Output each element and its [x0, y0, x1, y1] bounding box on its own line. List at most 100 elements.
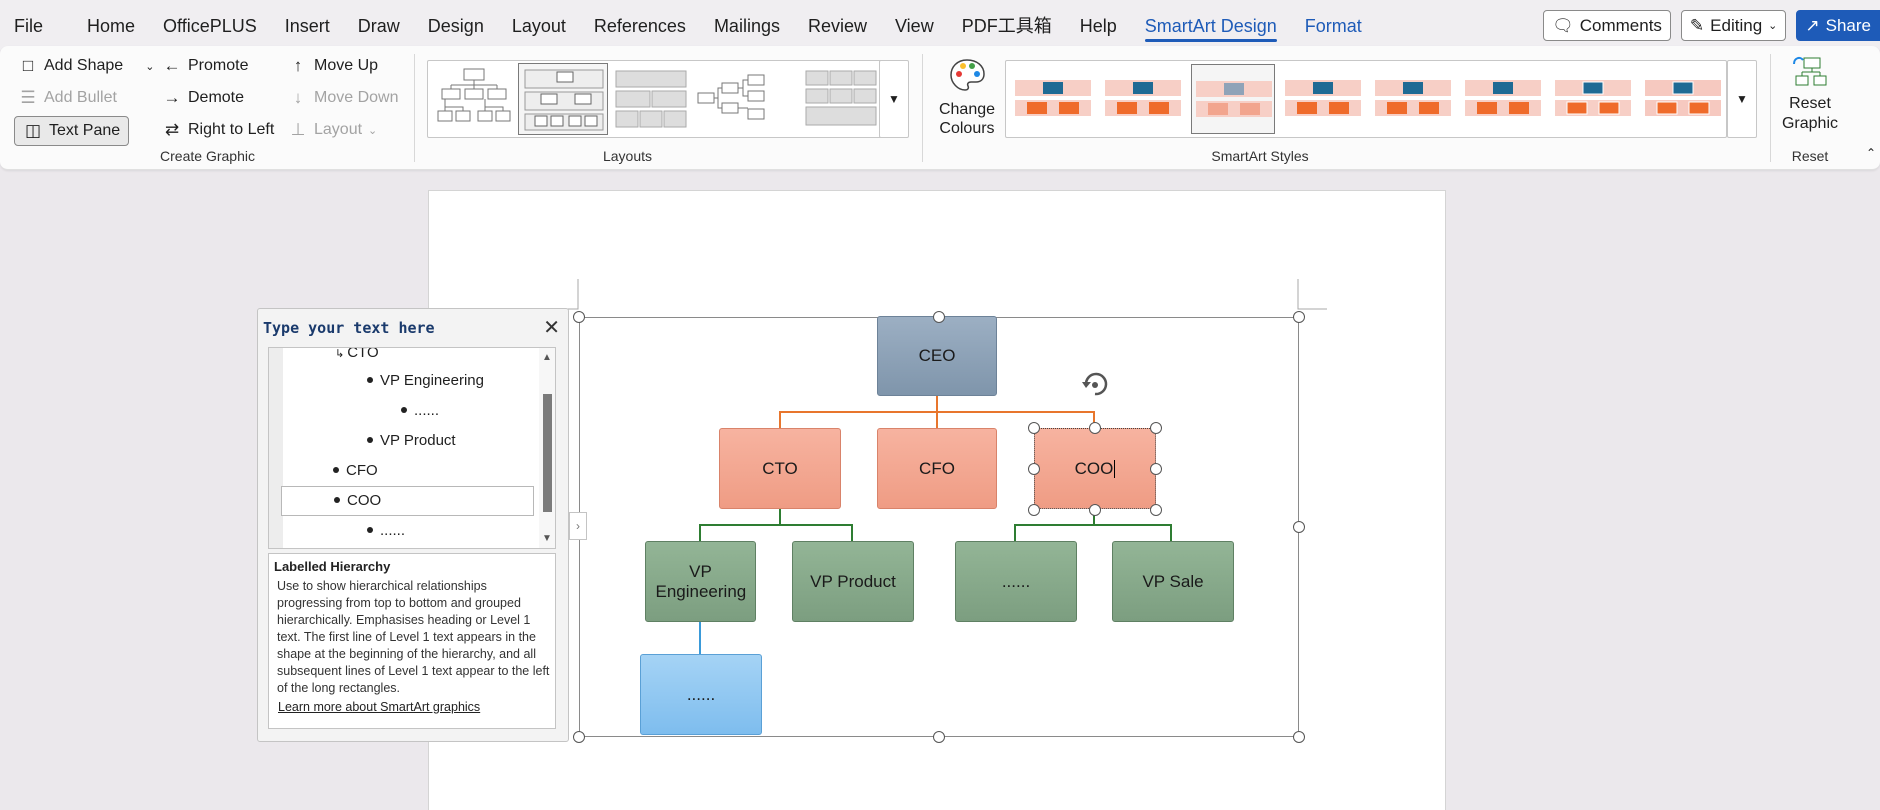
menu-home[interactable]: Home [87, 16, 136, 36]
bullet-icon [367, 527, 373, 534]
right-to-left-button[interactable]: ⇄ Right to Left [162, 120, 274, 140]
node-coo-placeholder[interactable]: ...... [955, 541, 1077, 622]
move-up-button[interactable]: ↑ Move Up [288, 56, 378, 76]
node-cto-label: CTO [762, 458, 798, 478]
add-shape-button[interactable]: □ Add Shape ⌄ [18, 56, 155, 76]
text-pane-scrollbar[interactable]: ▲ ▼ [539, 348, 555, 548]
list-item[interactable]: VP Product [283, 426, 456, 456]
list-item-current[interactable]: COO [281, 486, 534, 516]
bullet-icon [333, 467, 339, 474]
learn-more-link[interactable]: Learn more about SmartArt graphics [278, 700, 481, 714]
add-bullet-button[interactable]: ☰ Add Bullet [18, 88, 117, 108]
editing-label: Editing [1710, 15, 1763, 35]
layout-description-title: Labelled Hierarchy [274, 559, 391, 574]
node-vp-product[interactable]: VP Product [792, 541, 914, 622]
style-preview [1015, 80, 1091, 116]
layouts-more-button[interactable]: ▼ [879, 60, 909, 138]
menu-design[interactable]: Design [427, 16, 484, 36]
list-item[interactable]: ↳CTO [283, 348, 379, 368]
smartart-style-thumb[interactable] [1461, 64, 1545, 134]
list-item[interactable]: VP Engineering [283, 366, 484, 396]
smartart-style-thumb[interactable] [1101, 64, 1185, 134]
layout-thumb-horizontal-hierarchy[interactable] [696, 67, 770, 131]
change-colours-button[interactable]: Change Colours [932, 56, 1002, 138]
frame-handle-bottom-mid[interactable] [933, 731, 945, 743]
coo-handle-bottom-mid[interactable] [1089, 504, 1101, 516]
frame-handle-bottom-left[interactable] [573, 731, 585, 743]
frame-handle-top-left[interactable] [573, 311, 585, 323]
comments-button[interactable]: 🗨 Comments [1543, 10, 1671, 41]
node-cfo[interactable]: CFO [877, 428, 997, 509]
text-pane-toggle-button[interactable]: › [569, 512, 587, 540]
node-ceo[interactable]: CEO [877, 316, 997, 396]
move-down-button[interactable]: ↓ Move Down [288, 88, 399, 108]
text-pane-list[interactable]: ↳CTO VP Engineering ...... VP Product CF… [268, 347, 556, 549]
palette-icon [950, 59, 985, 91]
frame-handle-top-mid[interactable] [933, 311, 945, 323]
node-vp-eng-placeholder[interactable]: ...... [640, 654, 762, 735]
menu-draw[interactable]: Draw [357, 16, 400, 36]
smartart-style-thumb[interactable] [1011, 64, 1095, 134]
frame-handle-top-right[interactable] [1293, 311, 1305, 323]
node-vp-sale[interactable]: VP Sale [1112, 541, 1234, 622]
smartart-style-thumb[interactable] [1191, 64, 1275, 134]
smartart-style-thumb[interactable] [1281, 64, 1365, 134]
menu-officeplus[interactable]: OfficePLUS [163, 16, 257, 36]
menu-view[interactable]: View [895, 16, 934, 36]
share-button[interactable]: ↗ Share [1796, 10, 1880, 41]
smartart-style-thumb[interactable] [1551, 64, 1635, 134]
layout-thumb-labelled-hierarchy[interactable] [518, 63, 608, 135]
frame-handle-bottom-right[interactable] [1293, 731, 1305, 743]
layout-button[interactable]: ⊥ Layout ⌄ [288, 120, 378, 140]
menu-smartart-design[interactable]: SmartArt Design [1131, 0, 1291, 50]
smartart-text-pane: Type your text here ✕ ↳CTO VP Engineerin… [257, 308, 569, 742]
styles-more-button[interactable]: ▼ [1727, 60, 1757, 138]
rotate-handle-icon[interactable] [1082, 372, 1108, 396]
layout-labelled-hierarchy-preview [524, 69, 604, 131]
coo-handle-top-left[interactable] [1028, 422, 1040, 434]
reset-graphic-button[interactable]: Reset Graphic [1776, 54, 1844, 134]
coo-handle-mid-right[interactable] [1150, 463, 1162, 475]
scrollbar-thumb[interactable] [543, 394, 552, 512]
scroll-up-icon[interactable]: ▲ [542, 352, 552, 363]
add-shape-dropdown-icon[interactable]: ⌄ [145, 60, 155, 73]
coo-handle-bottom-right[interactable] [1150, 504, 1162, 516]
node-vp-engineering[interactable]: VP Engineering [645, 541, 756, 622]
list-item[interactable]: ...... [283, 396, 439, 426]
menu-references[interactable]: References [593, 16, 686, 36]
coo-handle-top-mid[interactable] [1089, 422, 1101, 434]
menu-format[interactable]: Format [1304, 16, 1362, 36]
node-coo[interactable]: COO [1034, 428, 1156, 509]
smartart-styles-group: ▼ SmartArt Styles [1005, 46, 1765, 170]
node-cto[interactable]: CTO [719, 428, 841, 509]
scroll-down-icon[interactable]: ▼ [542, 533, 552, 544]
promote-label: Promote [188, 57, 249, 74]
node-ceo-label: CEO [918, 346, 956, 365]
list-item[interactable]: ...... [283, 516, 405, 546]
menu-help[interactable]: Help [1079, 16, 1117, 36]
collapse-ribbon-button[interactable]: ⌃ [1866, 146, 1876, 160]
text-pane-button[interactable]: ◫ Text Pane [14, 116, 130, 146]
comment-icon: 🗨 [1552, 15, 1574, 35]
demote-button[interactable]: → Demote [162, 88, 245, 108]
menu-file[interactable]: File [14, 16, 44, 36]
menu-insert[interactable]: Insert [284, 16, 330, 36]
coo-handle-bottom-left[interactable] [1028, 504, 1040, 516]
layout-thumb-org-chart[interactable] [434, 67, 514, 131]
editing-mode-button[interactable]: ✎ Editing ⌄ [1680, 10, 1787, 41]
coo-handle-top-right[interactable] [1150, 422, 1162, 434]
coo-handle-mid-left[interactable] [1028, 463, 1040, 475]
menu-review[interactable]: Review [807, 16, 867, 36]
promote-button[interactable]: ← Promote [162, 56, 249, 76]
menu-mailings[interactable]: Mailings [713, 16, 780, 36]
frame-handle-mid-right[interactable] [1293, 521, 1305, 533]
menu-pdf-tools[interactable]: PDF工具箱 [961, 16, 1052, 36]
arrow-down-icon: ↓ [293, 88, 303, 107]
close-icon[interactable]: ✕ [543, 317, 560, 339]
layout-thumb-table-hierarchy[interactable] [614, 67, 688, 131]
smartart-style-thumb[interactable] [1371, 64, 1455, 134]
list-item[interactable]: CFO [283, 456, 378, 486]
menu-layout[interactable]: Layout [511, 16, 566, 36]
smartart-style-thumb[interactable] [1641, 64, 1725, 134]
layout-thumb-grid-hierarchy[interactable] [804, 67, 878, 131]
